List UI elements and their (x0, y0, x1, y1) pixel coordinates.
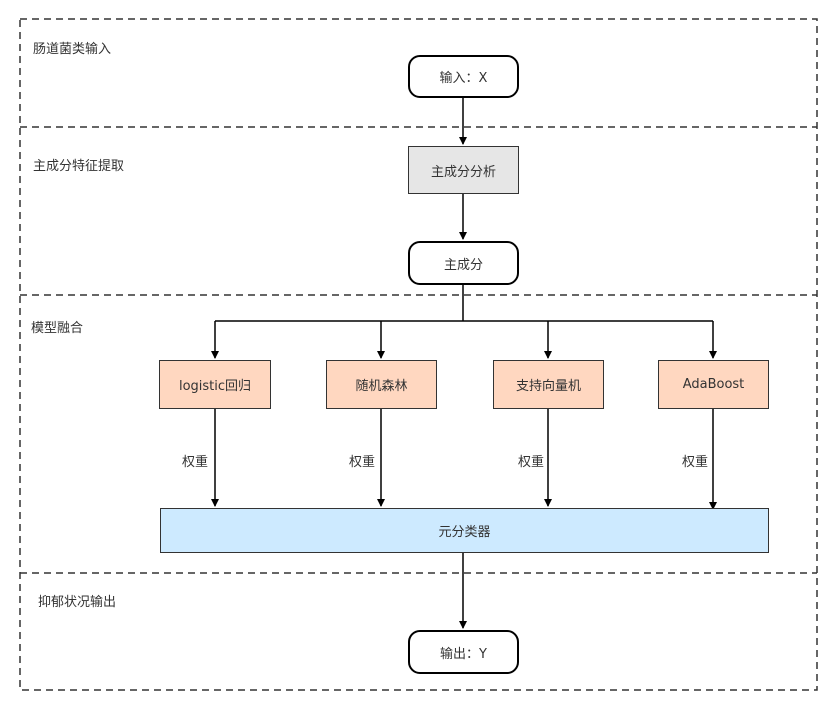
adaboost-node[interactable]: AdaBoost (658, 360, 769, 409)
weight-label-logistic: 权重 (182, 455, 209, 470)
weight-label-random-forest: 权重 (349, 455, 376, 470)
meta-classifier-node[interactable]: 元分类器 (160, 508, 769, 553)
principal-component-node[interactable]: 主成分 (408, 241, 519, 285)
pca-node[interactable]: 主成分分析 (408, 146, 519, 194)
section-label-feature: 主成分特征提取 (33, 159, 125, 174)
weight-label-adaboost: 权重 (682, 455, 709, 470)
weight-label-svm: 权重 (518, 455, 545, 470)
svm-node[interactable]: 支持向量机 (493, 360, 604, 409)
section-label-fusion: 模型融合 (31, 321, 84, 336)
input-node[interactable]: 输入：X (408, 55, 519, 98)
logistic-regression-node[interactable]: logistic回归 (159, 360, 271, 409)
section-label-input: 肠道菌类输入 (33, 42, 112, 57)
random-forest-node[interactable]: 随机森林 (326, 360, 437, 409)
section-label-output: 抑郁状况输出 (38, 595, 117, 610)
section-outer-border (19, 18, 818, 691)
output-node[interactable]: 输出：Y (408, 630, 519, 674)
